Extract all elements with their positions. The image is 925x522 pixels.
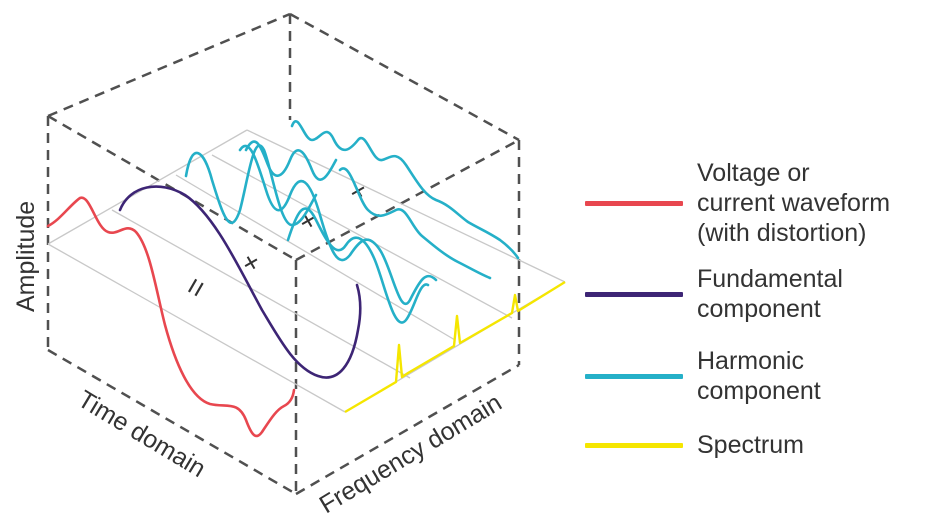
equals-sign: = bbox=[177, 272, 214, 304]
legend-label: Spectrum bbox=[697, 431, 804, 459]
legend: Voltage or current waveform (with distor… bbox=[585, 0, 925, 522]
legend-item-harmonic: Harmonic component bbox=[585, 346, 821, 406]
legend-swatch-yellow bbox=[585, 442, 683, 448]
legend-swatch-red bbox=[585, 200, 683, 206]
legend-label: Fundamental component bbox=[697, 265, 843, 323]
harmonic-wave-front bbox=[290, 120, 520, 260]
legend-label: Voltage or current waveform (with distor… bbox=[697, 159, 891, 247]
harmonic-components bbox=[184, 120, 520, 324]
legend-swatch-purple bbox=[585, 291, 683, 297]
time-axis-label: Time domain bbox=[73, 385, 210, 483]
legend-label: Harmonic component bbox=[697, 347, 821, 405]
legend-item-spectrum: Spectrum bbox=[585, 430, 804, 460]
spectrum-line bbox=[344, 280, 566, 414]
legend-item-fundamental: Fundamental component bbox=[585, 264, 843, 324]
legend-item-distorted-waveform: Voltage or current waveform (with distor… bbox=[585, 158, 890, 248]
harmonic-wave-mid bbox=[286, 207, 430, 324]
plus-sign-1: + bbox=[236, 245, 266, 280]
legend-swatch-cyan bbox=[585, 373, 683, 379]
distorted-waveform bbox=[46, 196, 296, 438]
fundamental-wave bbox=[118, 185, 362, 379]
harmonic-wave-back bbox=[338, 167, 492, 280]
harmonic-wave-long bbox=[238, 144, 438, 305]
amplitude-axis-label: Amplitude bbox=[12, 201, 40, 312]
harmonic-wave-5 bbox=[244, 140, 338, 181]
frequency-axis-label: Frequency domain bbox=[315, 388, 507, 519]
